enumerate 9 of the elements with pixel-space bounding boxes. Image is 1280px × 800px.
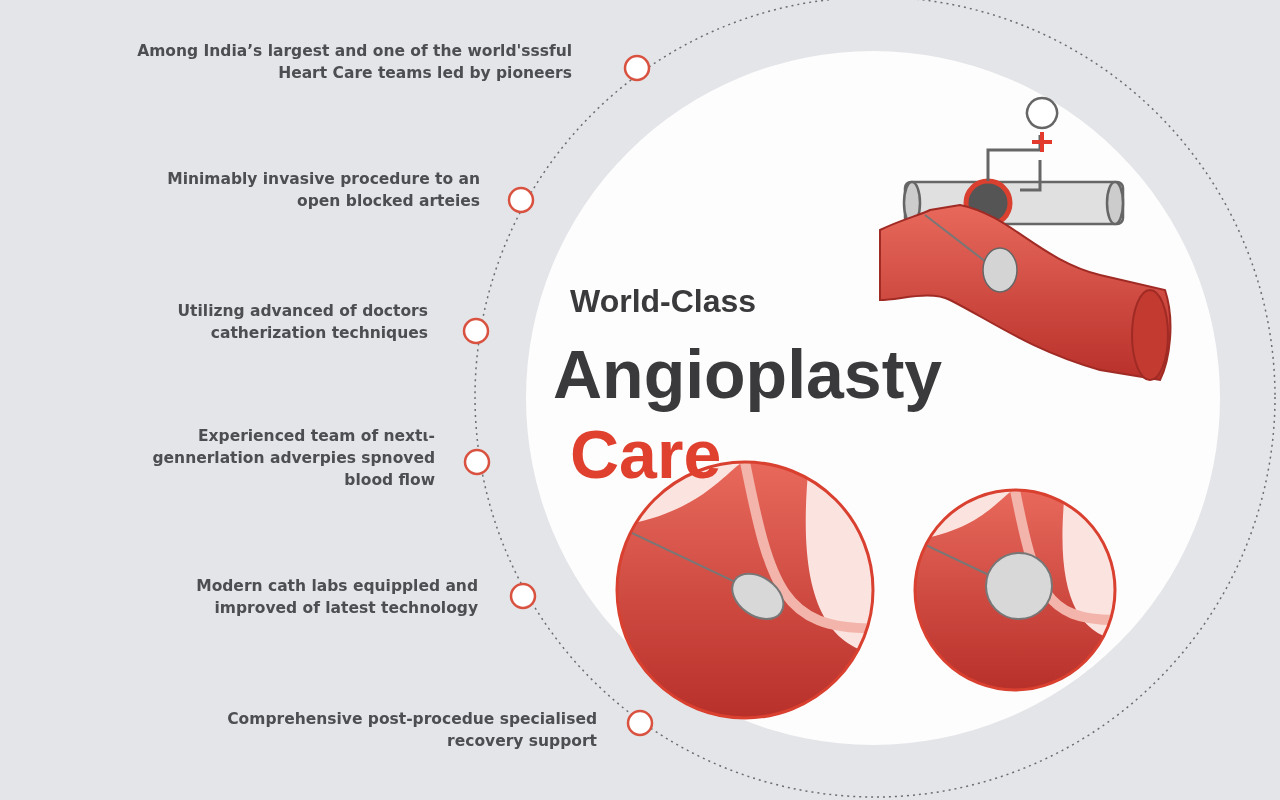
feature-text: Among India’s largest and one of the world'sssful Heart Care teams led by pioneers [136,41,572,84]
feature-text: Modern cath labs equippled and improved of latest technology [195,576,478,619]
headline-text: Care [570,415,722,493]
headline-text: World-Class [570,283,757,320]
feature-text: Utilizng advanced of doctors catherization techniques [176,301,428,344]
feature-text: Comprehensive post-procedue specialised recovery support [226,709,597,752]
feature-text: Minimably invasive procedure to an open blocked arteies [166,169,480,212]
headline-text: Angioplasty [553,335,943,413]
feature-text: Experienced team of nextι-gennerlation adverpies spnoved blood flow [151,426,435,491]
